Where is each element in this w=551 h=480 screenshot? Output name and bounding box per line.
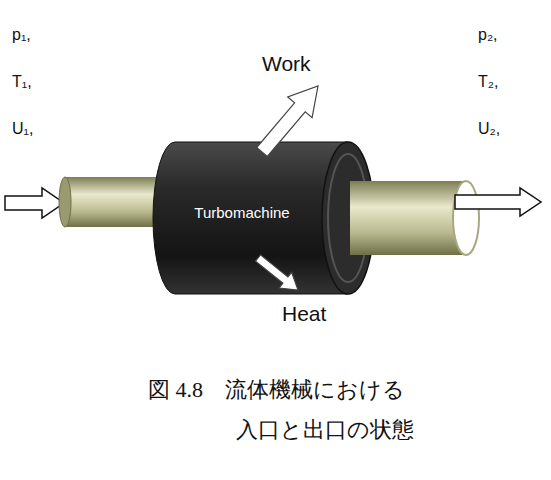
outlet-velocity: U₂, [478,120,500,138]
outlet-temperature: T₂, [478,73,498,91]
inlet-pipe-end [59,177,71,227]
machine-name: Turbomachine [194,204,289,221]
heat-label: Heat [282,302,326,326]
outlet-pipe-end [453,181,479,255]
outlet-pressure: p₂, [478,26,498,44]
figure-caption: 図 4.8 流体機械における 入口と出口の状態 [236,370,422,450]
machine-body [153,142,348,294]
work-label: Work [262,52,311,76]
inlet-pressure: p₁, [12,26,31,44]
work-arrow [257,86,318,157]
outlet-arrow [455,188,541,216]
inlet-temperature: T₁, [12,73,32,91]
inlet-arrow [5,188,64,218]
heat-arrow [256,255,299,290]
machine-label-box: Turbomachine [190,201,294,224]
inlet-velocity: U₁, [12,120,33,138]
outlet-pipe [350,181,466,255]
